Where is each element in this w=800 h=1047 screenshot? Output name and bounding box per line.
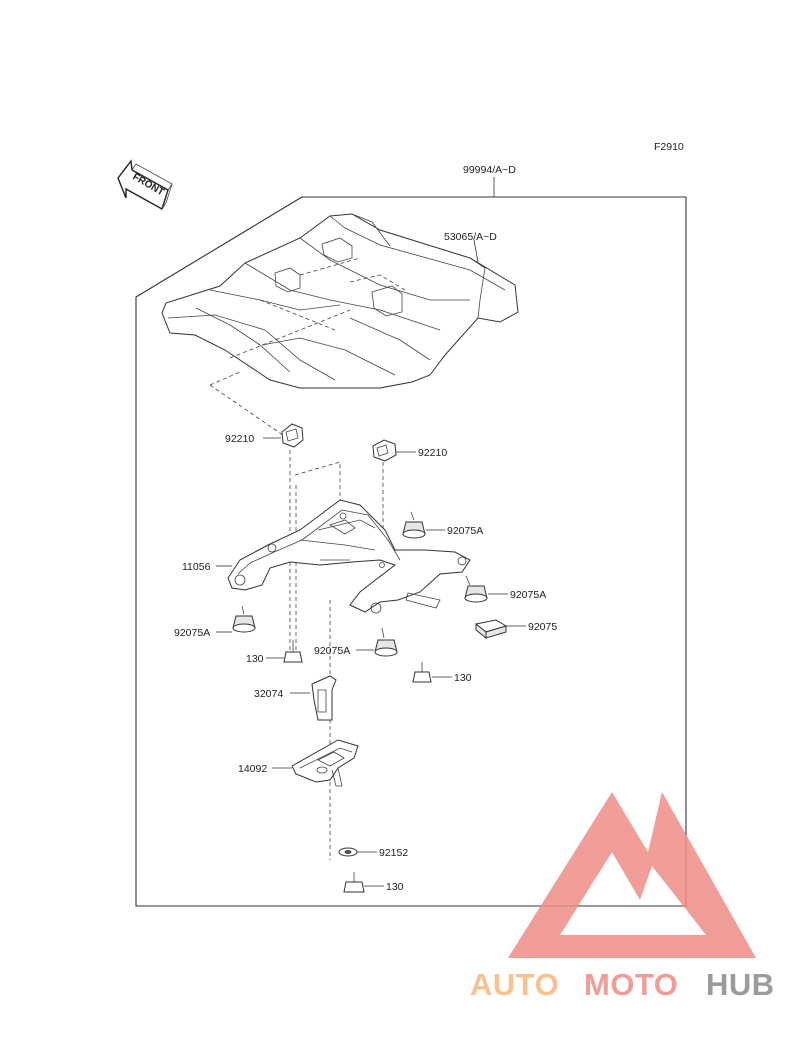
part-label-damper-center: 92075A	[314, 645, 350, 657]
watermark-moto: MOTO	[584, 967, 678, 1002]
seat-cover-drawing	[161, 213, 519, 389]
bolt-right-drawing	[412, 662, 452, 683]
watermark-logo: AUTO MOTO HUB	[470, 792, 775, 1002]
part-label-bolt-right: 130	[454, 672, 472, 684]
part-label-nut-left: 92210	[225, 433, 254, 445]
figure-code: F2910	[654, 141, 684, 153]
damper-upper-right-drawing	[402, 511, 445, 539]
damper-right-drawing	[464, 575, 508, 603]
part-label-bolt-bottom: 130	[386, 881, 404, 893]
bolt-left-drawing	[266, 640, 303, 663]
part-label-damper-left: 92075A	[174, 627, 210, 639]
assembly-frame	[135, 177, 687, 907]
damper-center-drawing	[356, 627, 398, 657]
part-label-assembly: 99994/A~D	[463, 164, 516, 176]
part-label-bolt-left: 130	[246, 653, 264, 665]
bolt-bottom-drawing	[343, 872, 384, 893]
front-arrow-icon: FRONT	[117, 159, 173, 211]
washer-drawing	[338, 847, 377, 857]
part-label-plate: 32074	[254, 688, 283, 700]
part-label-seat-cover: 53065/A~D	[444, 231, 497, 243]
watermark-hub: HUB	[706, 967, 775, 1002]
damper-left-drawing	[216, 605, 256, 633]
triangle-logo-icon	[508, 792, 756, 958]
part-label-damper-pad: 92075	[528, 621, 557, 633]
nut-right-drawing	[372, 439, 416, 462]
part-label-washer: 92152	[379, 847, 408, 859]
watermark-auto: AUTO	[470, 967, 559, 1002]
part-label-nut-right: 92210	[418, 447, 447, 459]
nut-left-drawing	[263, 423, 304, 448]
part-label-lock-bracket: 14092	[238, 763, 267, 775]
damper-pad-drawing	[474, 619, 526, 640]
part-label-damper-upper-right: 92075A	[447, 525, 483, 537]
lock-bracket-drawing	[272, 739, 359, 787]
part-label-bracket: 11056	[182, 561, 211, 573]
part-label-damper-right: 92075A	[510, 589, 546, 601]
plate-drawing	[290, 675, 337, 721]
bracket-drawing	[216, 499, 471, 614]
